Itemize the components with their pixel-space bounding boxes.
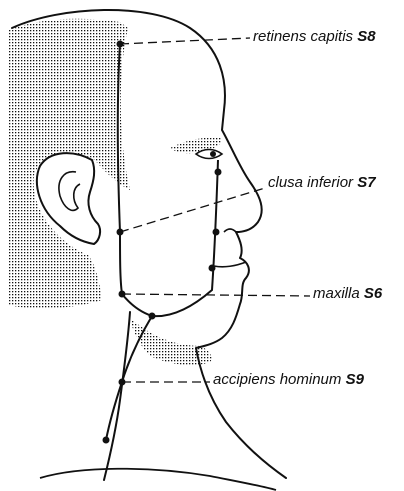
point-jaw xyxy=(149,313,156,320)
leader-s6 xyxy=(122,294,310,296)
label-name: retinens capitis xyxy=(253,28,353,45)
label-code: S7 xyxy=(357,174,375,191)
label-accipiens-hominum: accipiens hominum S9 xyxy=(213,372,364,387)
point-face-1 xyxy=(215,169,222,176)
label-name: clusa inferior xyxy=(268,174,353,191)
leader-s8 xyxy=(120,38,250,44)
label-clusa-inferior: clusa inferior S7 xyxy=(268,175,376,190)
point-neck-lower xyxy=(103,437,110,444)
eye-outline xyxy=(196,150,222,159)
point-face-3 xyxy=(209,265,216,272)
shoulder-line xyxy=(40,469,276,490)
label-code: S8 xyxy=(357,28,375,45)
label-name: accipiens hominum xyxy=(213,371,341,388)
label-retinens-capitis: retinens capitis S8 xyxy=(253,29,376,44)
label-name: maxilla xyxy=(313,285,360,302)
meridian-line xyxy=(118,44,218,316)
nostril-line xyxy=(224,229,236,232)
label-code: S9 xyxy=(346,371,364,388)
neck-shading xyxy=(130,318,212,365)
leader-s7 xyxy=(120,188,265,232)
eye-pupil xyxy=(210,151,216,157)
label-code: S6 xyxy=(364,285,382,302)
label-maxilla: maxilla S6 xyxy=(313,286,382,301)
mouth-line xyxy=(214,262,246,267)
point-face-2 xyxy=(213,229,220,236)
